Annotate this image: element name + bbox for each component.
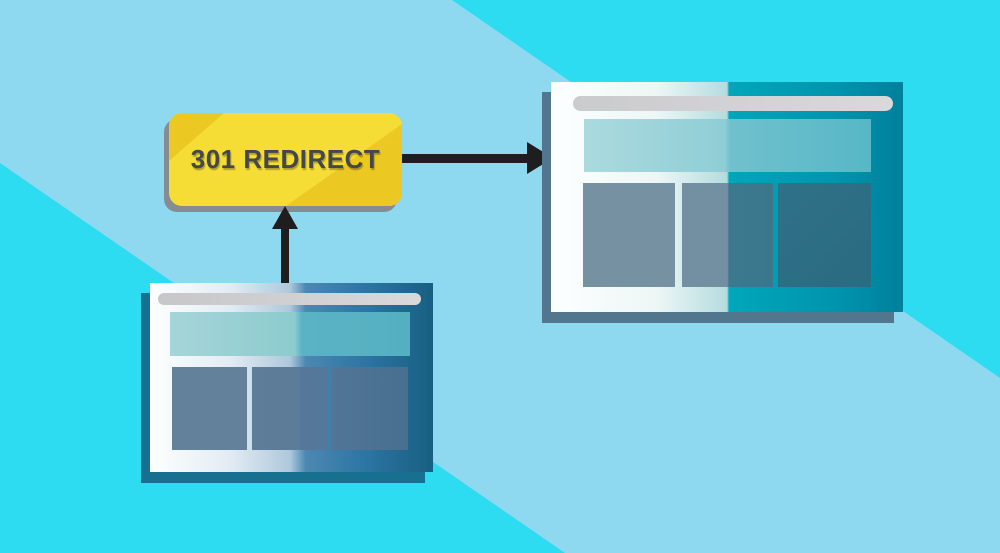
old-window-content-box-2 <box>252 367 327 450</box>
old-window-content-box-3 <box>332 367 408 450</box>
new-window-content-box-1 <box>583 183 675 287</box>
new-browser-window <box>551 82 903 312</box>
old-window-hero-banner <box>170 312 410 356</box>
redirect-badge: 301 REDIRECT <box>169 113 402 206</box>
arrow-right-shaft <box>400 154 530 163</box>
new-window-hero-banner <box>584 119 871 172</box>
new-window-content-box-2 <box>682 183 773 287</box>
arrow-up-shaft <box>281 226 289 284</box>
old-window-address-bar <box>158 293 421 305</box>
redirect-badge-label: 301 REDIRECT <box>190 144 381 174</box>
old-window-content-box-1 <box>172 367 247 450</box>
old-browser-window <box>150 283 433 472</box>
new-window-address-bar <box>573 96 893 111</box>
new-window-content-box-3 <box>778 183 871 287</box>
